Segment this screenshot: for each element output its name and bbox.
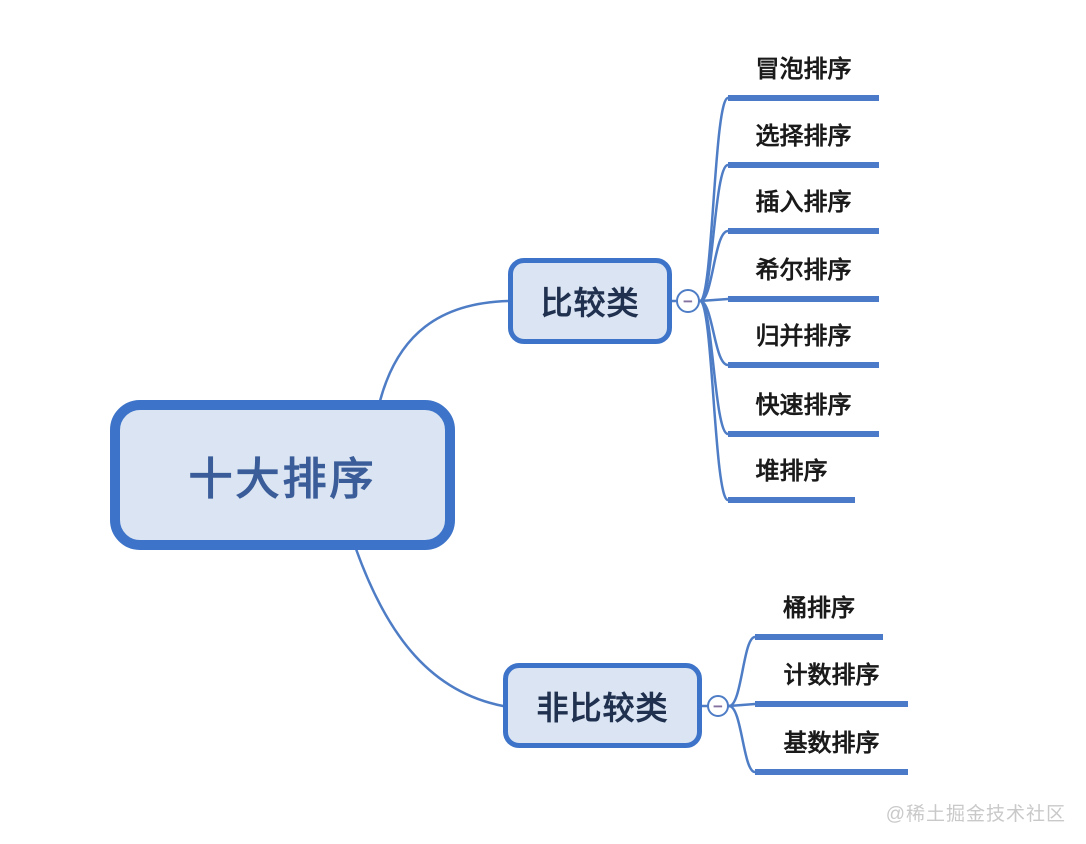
leaf-node-insertion-sort[interactable]: 插入排序 xyxy=(728,186,879,234)
leaf-node-counting-sort[interactable]: 计数排序 xyxy=(755,659,908,707)
leaf-node-selection-sort[interactable]: 选择排序 xyxy=(728,120,879,168)
edge-to-radix-sort xyxy=(727,704,757,774)
edge-to-heap-sort xyxy=(698,299,730,502)
leaf-node-bucket-sort[interactable]: 桶排序 xyxy=(755,592,883,640)
branch-node-comparison[interactable]: 比较类 xyxy=(508,258,672,344)
edge-to-shell-sort xyxy=(698,297,730,303)
leaf-node-bubble-sort[interactable]: 冒泡排序 xyxy=(728,53,879,101)
root-node-label: 十大排序 xyxy=(188,455,377,504)
leaf-node-radix-sort[interactable]: 基数排序 xyxy=(755,727,908,775)
leaf-node-shell-sort[interactable]: 希尔排序 xyxy=(728,254,879,302)
root-node[interactable]: 十大排序 xyxy=(110,400,455,550)
edge-to-bubble-sort xyxy=(698,96,730,303)
minus-icon: − xyxy=(683,291,693,311)
branch-node-label: 非比较类 xyxy=(536,689,669,726)
edge-to-insertion-sort xyxy=(698,229,730,303)
edge-root-to-comparison xyxy=(378,299,510,403)
branch-node-noncomparison[interactable]: 非比较类 xyxy=(503,663,702,748)
watermark: @稀土掘金技术社区 xyxy=(885,804,1066,825)
edge-root-to-noncomparison xyxy=(354,547,505,708)
leaf-node-quick-sort[interactable]: 快速排序 xyxy=(728,389,879,437)
branch-node-label: 比较类 xyxy=(540,285,640,321)
leaf-node-heap-sort[interactable]: 堆排序 xyxy=(728,455,855,503)
leaf-node-merge-sort[interactable]: 归并排序 xyxy=(728,320,879,368)
minus-icon: − xyxy=(713,696,723,716)
edge-to-selection-sort xyxy=(698,163,730,303)
edge-to-bucket-sort xyxy=(727,635,757,708)
collapse-button-comparison[interactable]: − xyxy=(676,289,700,313)
collapse-button-noncomparison[interactable]: − xyxy=(707,695,729,717)
edge-to-counting-sort xyxy=(727,702,757,708)
